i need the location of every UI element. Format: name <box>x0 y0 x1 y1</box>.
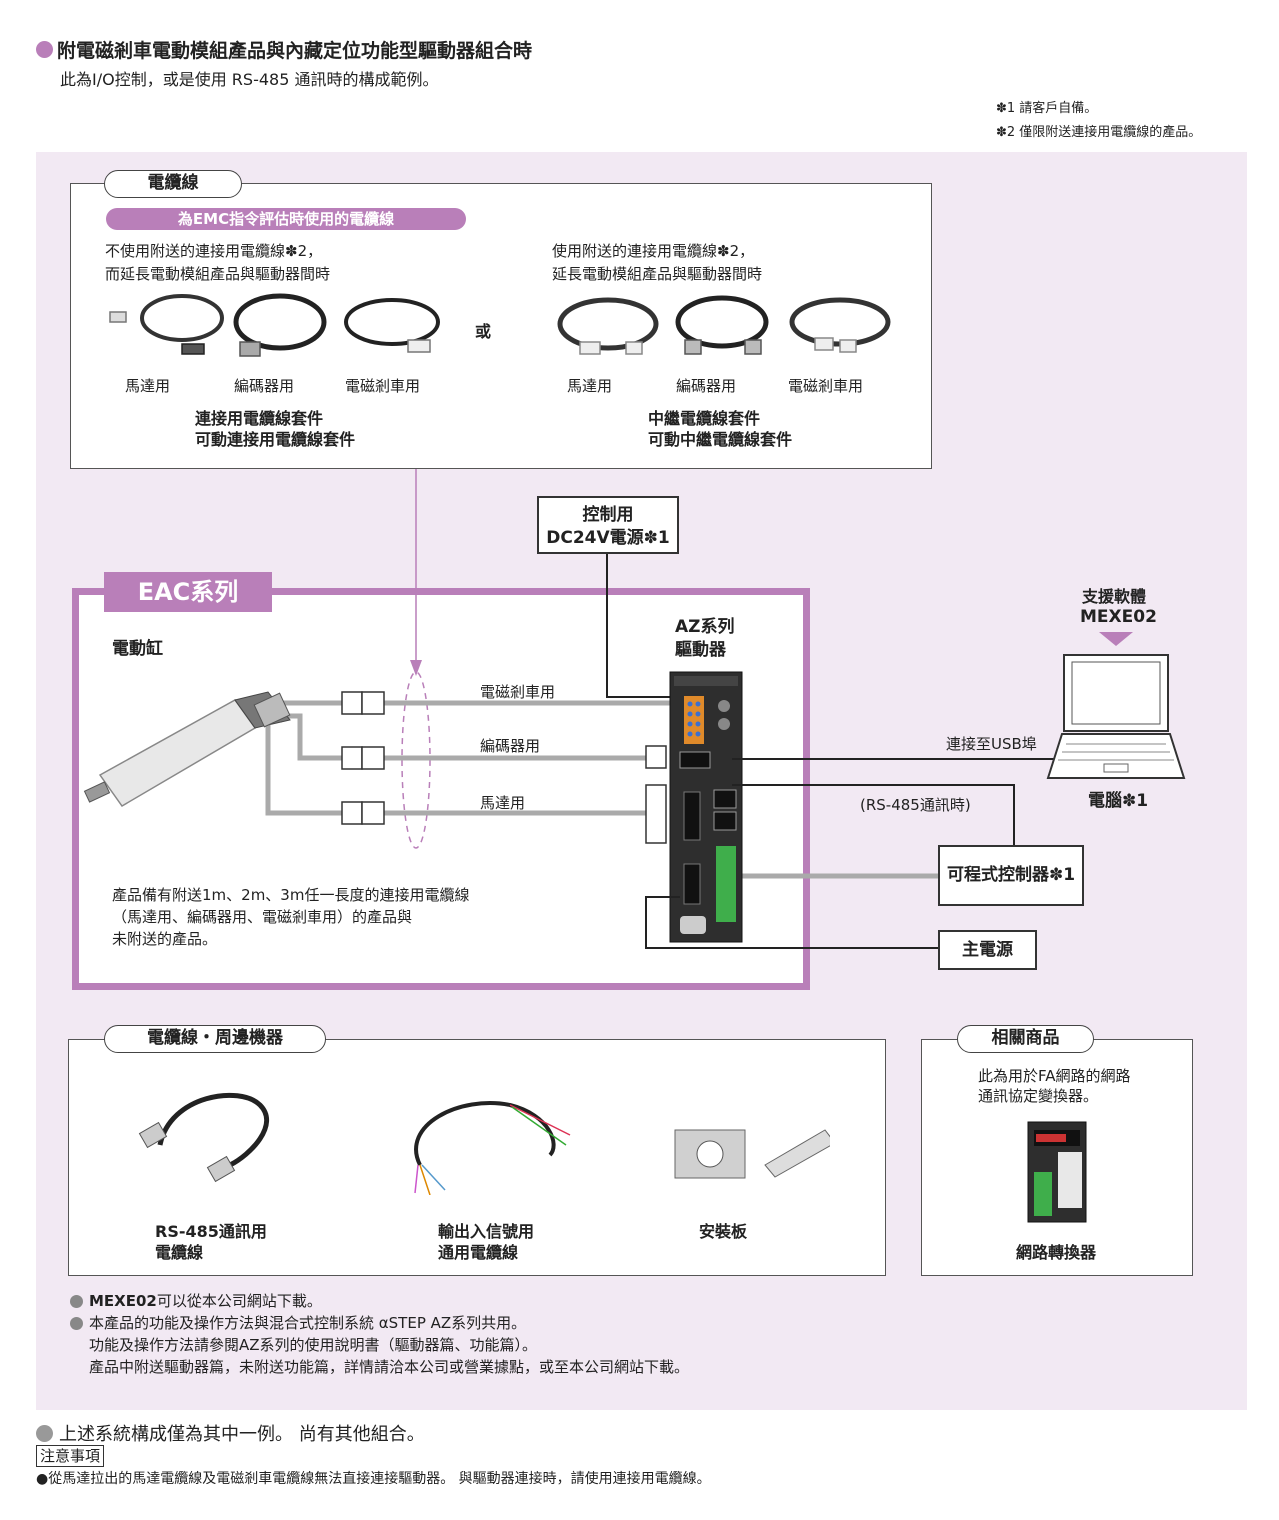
page-title: 附電磁剎車電動模組產品與內藏定位功能型驅動器組合時 <box>36 36 532 63</box>
encoder-cable-seg1 <box>282 713 342 761</box>
note-customer-supply: ✽1 請客戶自備。 <box>996 101 1098 116</box>
brake-cable-coil-right <box>789 297 891 353</box>
related-pill: 相關商品 <box>957 1025 1094 1053</box>
left-kit-1: 連接用電纜線套件 <box>195 409 324 428</box>
note-included-cable: ✽2 僅限附送連接用電纜線的產品。 <box>996 125 1202 140</box>
main-power-line <box>645 896 938 949</box>
left-label-brake: 電磁剎車用 <box>345 377 421 395</box>
software-label-1: 支援軟體 <box>1082 587 1147 606</box>
cable-label-motor: 馬達用 <box>480 794 526 812</box>
dc24v-power-box: 控制用 DC24V電源✽1 <box>537 496 679 554</box>
footnote-2: 本產品的功能及操作方法與混合式控制系統 αSTEP AZ系列共用。 <box>70 1312 526 1333</box>
footnote-4: 產品中附送驅動器篇，未附送功能篇，詳情請洽本公司或營業據點，或至本公司網站下載。 <box>89 1358 690 1376</box>
cable-link-arrow-icon <box>410 660 422 676</box>
motor-cable-coil-right <box>557 297 659 355</box>
right-label-brake: 電磁剎車用 <box>788 377 864 395</box>
right-desc-1: 使用附送的連接用電纜線✽2， <box>552 242 755 260</box>
footnote-1: MEXE02可以從本公司網站下載。 <box>70 1290 322 1311</box>
left-label-motor: 馬達用 <box>125 377 171 395</box>
peripheral-illustrations <box>138 1092 830 1195</box>
cables <box>265 700 938 879</box>
main-power-box: 主電源 <box>938 930 1037 970</box>
mounting-plate-label: 安裝板 <box>699 1222 748 1241</box>
footnote-3: 功能及操作方法請參閱AZ系列的使用說明書（驅動器篇、功能篇）。 <box>89 1336 538 1354</box>
power-line-1: 控制用 <box>582 505 634 525</box>
cable-illustrations <box>109 293 891 357</box>
power-line-2: DC24V電源✽1 <box>546 528 670 548</box>
cable-connectors <box>341 691 667 844</box>
bottom-line-1: 上述系統構成僅為其中一例。 尚有其他組合。 <box>36 1420 425 1446</box>
driver-label-1: AZ系列 <box>675 617 735 637</box>
related-desc-1: 此為用於FA網路的網路 <box>978 1067 1131 1085</box>
caution-label: 注意事項 <box>36 1445 105 1467</box>
related-desc-2: 通訊協定變換器。 <box>978 1087 1099 1105</box>
software-label-2: MEXE02 <box>1080 607 1157 627</box>
rs485-label-2: 電纜線 <box>155 1243 204 1262</box>
rs485-label: (RS-485通訊時) <box>860 796 971 814</box>
eac-tab: EAC系列 <box>104 572 272 612</box>
eac-note-2: （馬達用、編碼器用、電磁剎車用）的產品與 <box>112 908 413 926</box>
cable-label-brake: 電磁剎車用 <box>480 683 556 701</box>
rs485-cable-illustration <box>138 1092 269 1183</box>
electric-cylinder <box>83 691 291 807</box>
plc-box: 可程式控制器✽1 <box>938 845 1084 906</box>
motor-cable-seg1 <box>265 717 342 816</box>
right-kit-1: 中繼電纜線套件 <box>648 409 761 428</box>
left-label-encoder: 編碼器用 <box>234 377 295 395</box>
connection-diagram <box>83 469 1186 949</box>
cable-label-encoder: 編碼器用 <box>480 737 541 755</box>
encoder-cable-coil-right <box>675 295 769 355</box>
laptop-icon <box>1046 654 1186 779</box>
mounting-plate-illustration <box>674 1129 830 1179</box>
pc-label: 電腦✽1 <box>1088 791 1149 811</box>
rs485-line <box>732 784 1015 845</box>
peripherals-pill: 電纜線・周邊機器 <box>104 1025 326 1053</box>
right-label-encoder: 編碼器用 <box>676 377 737 395</box>
cable-section <box>70 183 932 469</box>
driver-label-2: 驅動器 <box>675 640 726 660</box>
io-label-1: 輸出入信號用 <box>438 1222 535 1241</box>
bullet-icon <box>70 1295 83 1308</box>
driver-unit <box>669 671 743 943</box>
or-label: 或 <box>475 322 492 341</box>
network-converter-label: 網路轉換器 <box>1016 1243 1097 1262</box>
io-label-2: 通用電纜線 <box>438 1243 519 1262</box>
page-subtitle: 此為I/O控制，或是使用 RS-485 通訊時的構成範例。 <box>60 70 439 89</box>
network-converter-illustration <box>1027 1121 1087 1223</box>
right-label-motor: 馬達用 <box>567 377 613 395</box>
left-desc-1: 不使用附送的連接用電纜線✽2， <box>105 242 323 260</box>
bullet-icon <box>70 1317 83 1330</box>
bottom-line-2: ●從馬達拉出的馬達電纜線及電磁剎車電纜線無法直接連接驅動器。 與驅動器連接時，請… <box>36 1471 711 1487</box>
eac-note-3: 未附送的產品。 <box>112 930 218 948</box>
motor-cable-coil-left <box>109 294 224 355</box>
usb-label: 連接至USB埠 <box>946 735 1037 753</box>
power-line <box>606 553 670 698</box>
cable-section-pill: 電纜線 <box>104 170 242 198</box>
bullet-icon <box>36 1424 53 1442</box>
actuator-label: 電動缸 <box>112 639 163 659</box>
rs485-label-1: RS-485通訊用 <box>155 1222 267 1241</box>
software-arrow-icon <box>1099 632 1133 646</box>
bullet-dot-icon <box>36 41 53 58</box>
io-cable-illustration <box>414 1101 571 1195</box>
right-desc-2: 延長電動模組產品與驅動器間時 <box>552 265 763 283</box>
right-kit-2: 可動中繼電纜線套件 <box>648 430 793 449</box>
emc-band: 為EMC指令評估時使用的電纜線 <box>106 208 466 230</box>
eac-note-1: 產品備有附送1m、2m、3m任一長度的連接用電纜線 <box>112 886 470 904</box>
encoder-cable-coil-left <box>233 293 327 357</box>
peripherals-section <box>68 1039 886 1276</box>
left-kit-2: 可動連接用電纜線套件 <box>195 430 356 449</box>
left-desc-2: 而延長電動模組產品與驅動器間時 <box>105 265 331 283</box>
brake-cable-coil-left <box>344 298 440 353</box>
